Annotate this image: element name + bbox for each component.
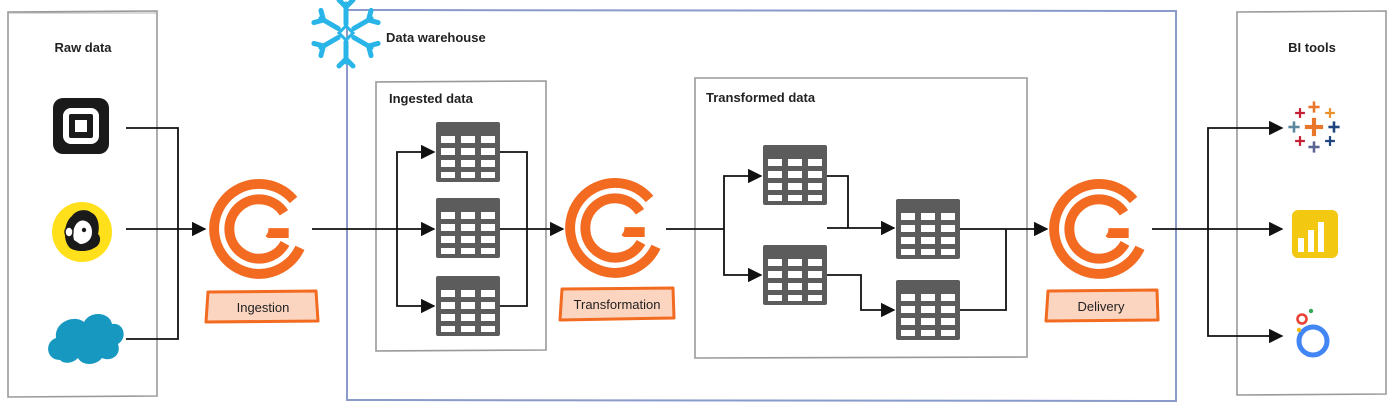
transformed-data-heading: Transformed data	[706, 90, 816, 105]
ingested-table-1	[436, 122, 500, 182]
tableau-logo-icon	[1288, 101, 1340, 153]
ingestion-label: Ingestion	[204, 289, 320, 324]
transformed-table-1	[763, 145, 827, 205]
ingested-table-2	[436, 198, 500, 258]
connectors	[126, 120, 1284, 344]
square-logo-icon	[53, 98, 109, 154]
looker-logo-icon	[1296, 308, 1330, 358]
transformation-label: Transformation	[558, 286, 676, 322]
data-warehouse-heading: Data warehouse	[386, 30, 486, 45]
orange-g-logo-icon	[1054, 184, 1140, 274]
transformed-table-4	[896, 280, 960, 340]
raw-data-panel	[7, 10, 158, 398]
bi-tools-heading: BI tools	[1288, 40, 1336, 55]
bi-tools-panel	[1236, 10, 1387, 396]
ingested-data-panel	[375, 80, 547, 352]
transformed-table-3	[896, 199, 960, 259]
ingested-data-heading: Ingested data	[389, 91, 474, 106]
orange-g-logo-icon	[570, 183, 656, 273]
raw-data-heading: Raw data	[54, 40, 112, 55]
orange-g-logo-icon	[214, 184, 300, 274]
transformed-table-2	[763, 245, 827, 305]
mailchimp-logo-icon	[52, 202, 112, 262]
power-bi-logo-icon	[1292, 210, 1338, 258]
ingested-table-3	[436, 276, 500, 336]
delivery-label: Delivery	[1044, 288, 1160, 323]
transformation-text: Transformation	[574, 297, 661, 312]
delivery-text: Delivery	[1078, 299, 1125, 314]
warehouse-panel	[346, 8, 1177, 403]
transformed-data-panel	[694, 77, 1028, 359]
salesforce-cloud-icon	[48, 313, 124, 364]
ingestion-text: Ingestion	[237, 300, 290, 315]
